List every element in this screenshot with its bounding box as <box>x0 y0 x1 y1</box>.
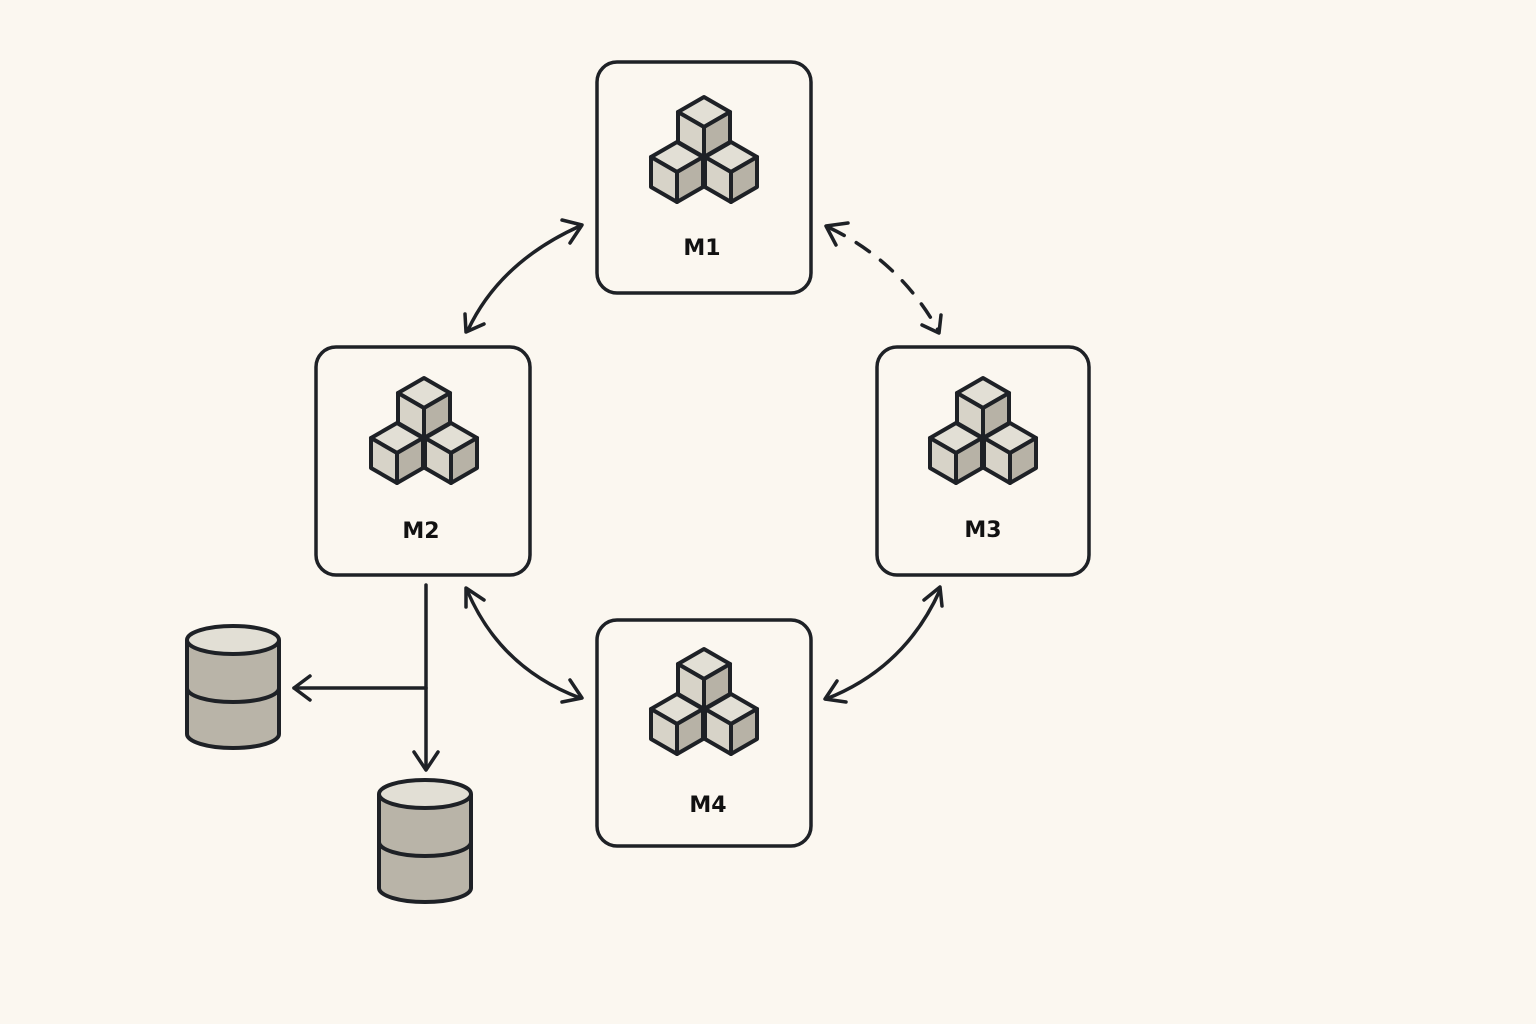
node-m1-label: M1 <box>683 236 720 261</box>
database-icon <box>377 778 473 904</box>
edge-m1-m3-dashed <box>824 221 943 335</box>
edge-m3-m4 <box>823 585 944 704</box>
edge-m2-databases <box>292 583 440 772</box>
node-m3[interactable]: M3 <box>875 345 1091 577</box>
node-m3-label: M3 <box>964 518 1001 543</box>
database-db2[interactable] <box>377 778 473 904</box>
node-m1[interactable]: M1 <box>595 60 813 295</box>
edge-m1-m2 <box>463 218 584 334</box>
node-m2[interactable]: M2 <box>314 345 532 577</box>
edge-m2-m4 <box>464 586 584 704</box>
database-db1[interactable] <box>185 624 281 750</box>
database-icon <box>185 624 281 750</box>
node-m4-label: M4 <box>689 793 726 818</box>
node-m4[interactable]: M4 <box>595 618 813 848</box>
node-m2-label: M2 <box>402 519 439 544</box>
